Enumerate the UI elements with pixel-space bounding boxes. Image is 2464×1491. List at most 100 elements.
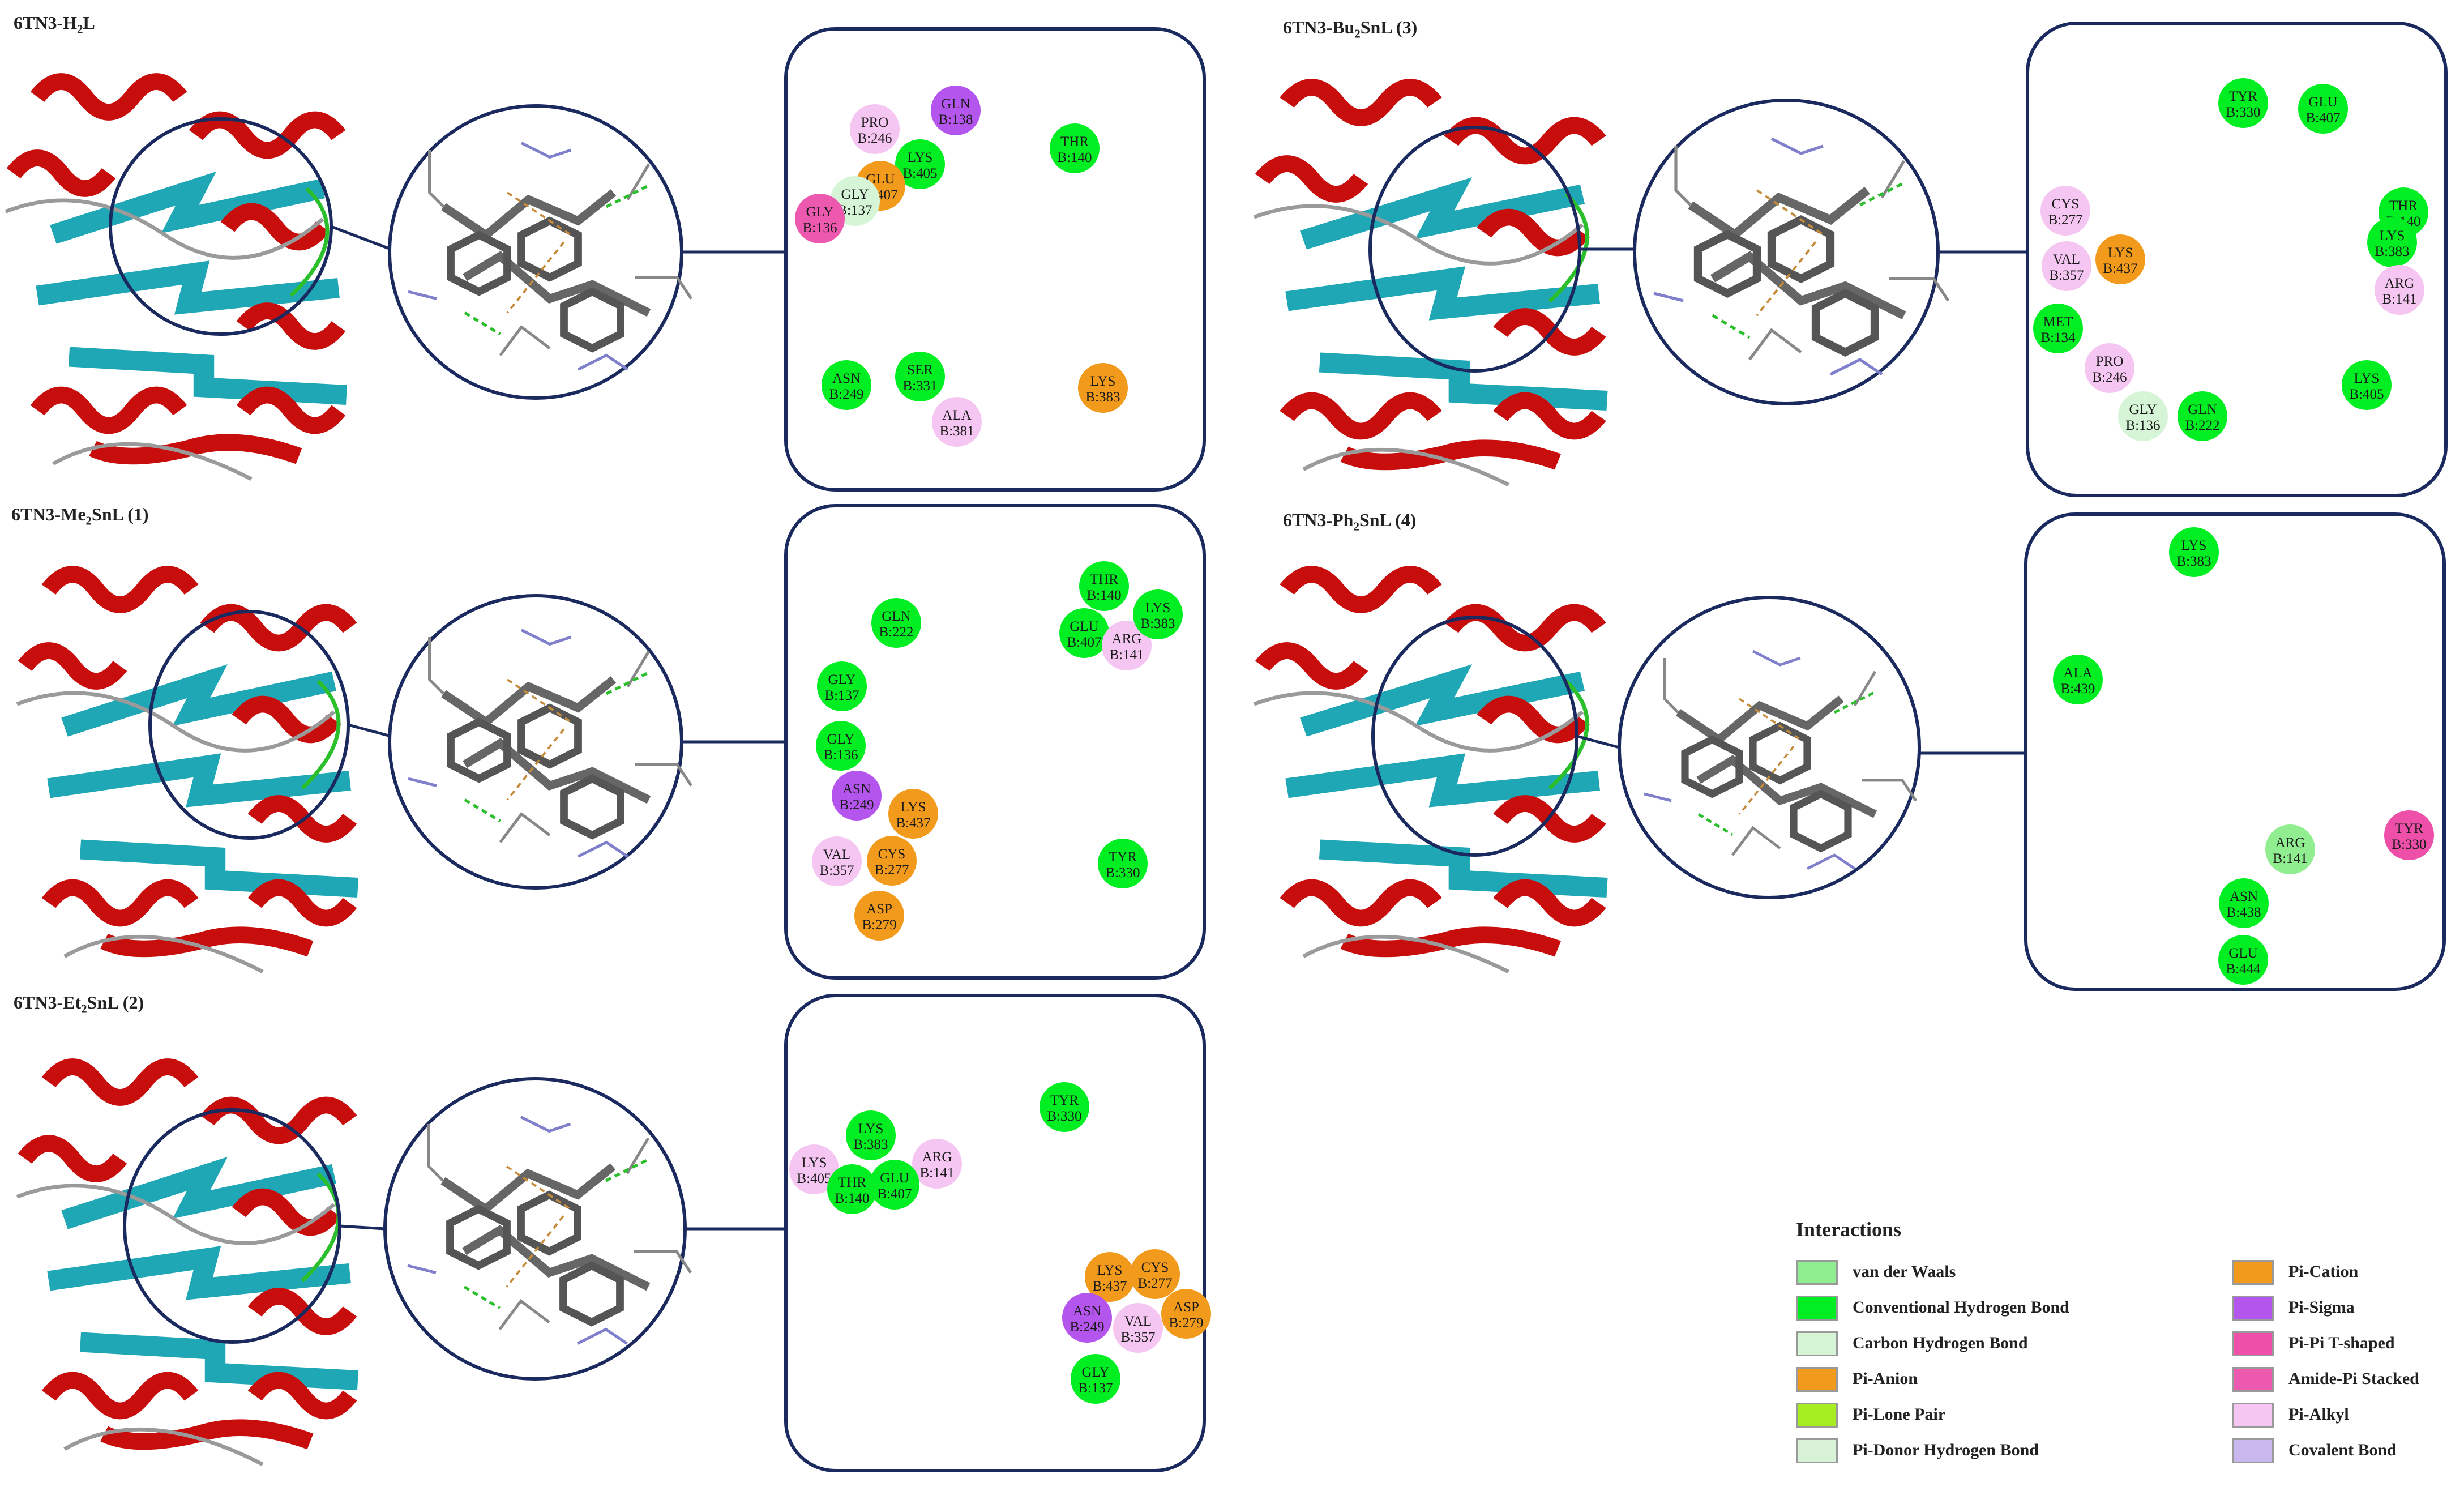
residue-circle (2095, 234, 2145, 284)
residue-name: ASP (866, 902, 892, 917)
residue-name: TYR (1050, 1093, 1079, 1108)
residue-circle (1098, 839, 1148, 888)
residue-name: LYS (901, 800, 926, 815)
residue-circle (895, 352, 945, 401)
residue-circle (2342, 360, 2392, 410)
residue-position: B:357 (819, 863, 854, 878)
residue-circle (832, 771, 882, 821)
residue-circle (871, 598, 921, 648)
residue-position: B:140 (1057, 150, 1092, 165)
residue-circle (2218, 935, 2268, 985)
residue-name: GLY (1082, 1365, 1110, 1380)
residue-circle (895, 139, 945, 189)
residue-name: THR (838, 1175, 866, 1190)
residue-position: B:141 (2382, 292, 2416, 307)
residue-position: B:437 (1092, 1279, 1127, 1294)
residue-position: B:330 (1105, 865, 1140, 881)
residue-circle (850, 104, 900, 154)
residue-name: PRO (2096, 354, 2124, 369)
residue-name: GLY (2129, 402, 2157, 417)
panel-title-et2snl: 6TN3-Et2SnL (2) (14, 992, 144, 1016)
residue-name: THR (1060, 134, 1089, 149)
residue-position: B:246 (2092, 370, 2127, 385)
residue-name: ARG (2275, 835, 2305, 851)
residue-position: B:134 (2040, 330, 2076, 345)
legend-swatch (1796, 1296, 1838, 1321)
panel-title-ph2snl: 6TN3-Ph2SnL (4) (1283, 510, 1417, 533)
residue-circle (888, 789, 938, 839)
residue-name: GLU (2228, 946, 2257, 961)
residue-name: LYS (908, 150, 933, 165)
legend-swatch (2232, 1367, 2274, 1392)
residue-position: B:137 (824, 688, 859, 703)
residue-circle (1050, 123, 1100, 173)
residue-circle (2375, 265, 2424, 315)
residue-name: GLN (882, 609, 910, 624)
residue-position: B:438 (2226, 905, 2261, 920)
residue-name: LYS (2380, 228, 2405, 243)
residue-name: LYS (2354, 371, 2380, 386)
residue-name: VAL (1124, 1314, 1152, 1329)
residue-name: ALA (2063, 665, 2092, 681)
residue-circle (1113, 1303, 1163, 1353)
residue-circle (2085, 343, 2134, 393)
legend-label: Covalent Bond (2288, 1441, 2397, 1459)
panel-title-h2l: 6TN3-H2L (14, 12, 95, 36)
residue-position: B:383 (853, 1137, 888, 1152)
residue-position: B:439 (2060, 681, 2095, 697)
residue-name: ARG (2385, 276, 2415, 291)
residue-circle (1062, 1293, 1112, 1343)
residue-name: ASN (842, 781, 871, 797)
residue-circle (1102, 621, 1152, 670)
residue-position: B:383 (1140, 616, 1175, 631)
residue-position: B:357 (2049, 268, 2084, 283)
residue-name: TYR (2395, 821, 2423, 836)
residue-position: B:279 (862, 917, 896, 933)
residue-circle (1161, 1289, 1211, 1339)
residue-position: B:405 (797, 1171, 831, 1186)
residue-name: LYS (858, 1121, 884, 1137)
residue-position: B:383 (2176, 554, 2211, 569)
residue-circle (867, 836, 917, 886)
panel-title-me2snl: 6TN3-Me2SnL (1) (11, 504, 149, 528)
legend-swatch (1796, 1403, 1838, 1428)
residue-position: B:140 (835, 1191, 869, 1206)
residue-name: LYS (2108, 245, 2133, 260)
residue-position: B:222 (879, 625, 913, 640)
residue-position: B:277 (874, 862, 909, 878)
residue-name: GLN (941, 96, 970, 112)
residue-circle (2042, 241, 2091, 291)
residue-position: B:437 (896, 815, 930, 831)
residue-name: LYS (1097, 1263, 1123, 1278)
residue-name: TYR (1109, 849, 1137, 865)
residue-position: B:246 (857, 131, 892, 146)
residue-position: B:279 (1169, 1315, 1203, 1331)
residue-circle (2118, 391, 2168, 441)
